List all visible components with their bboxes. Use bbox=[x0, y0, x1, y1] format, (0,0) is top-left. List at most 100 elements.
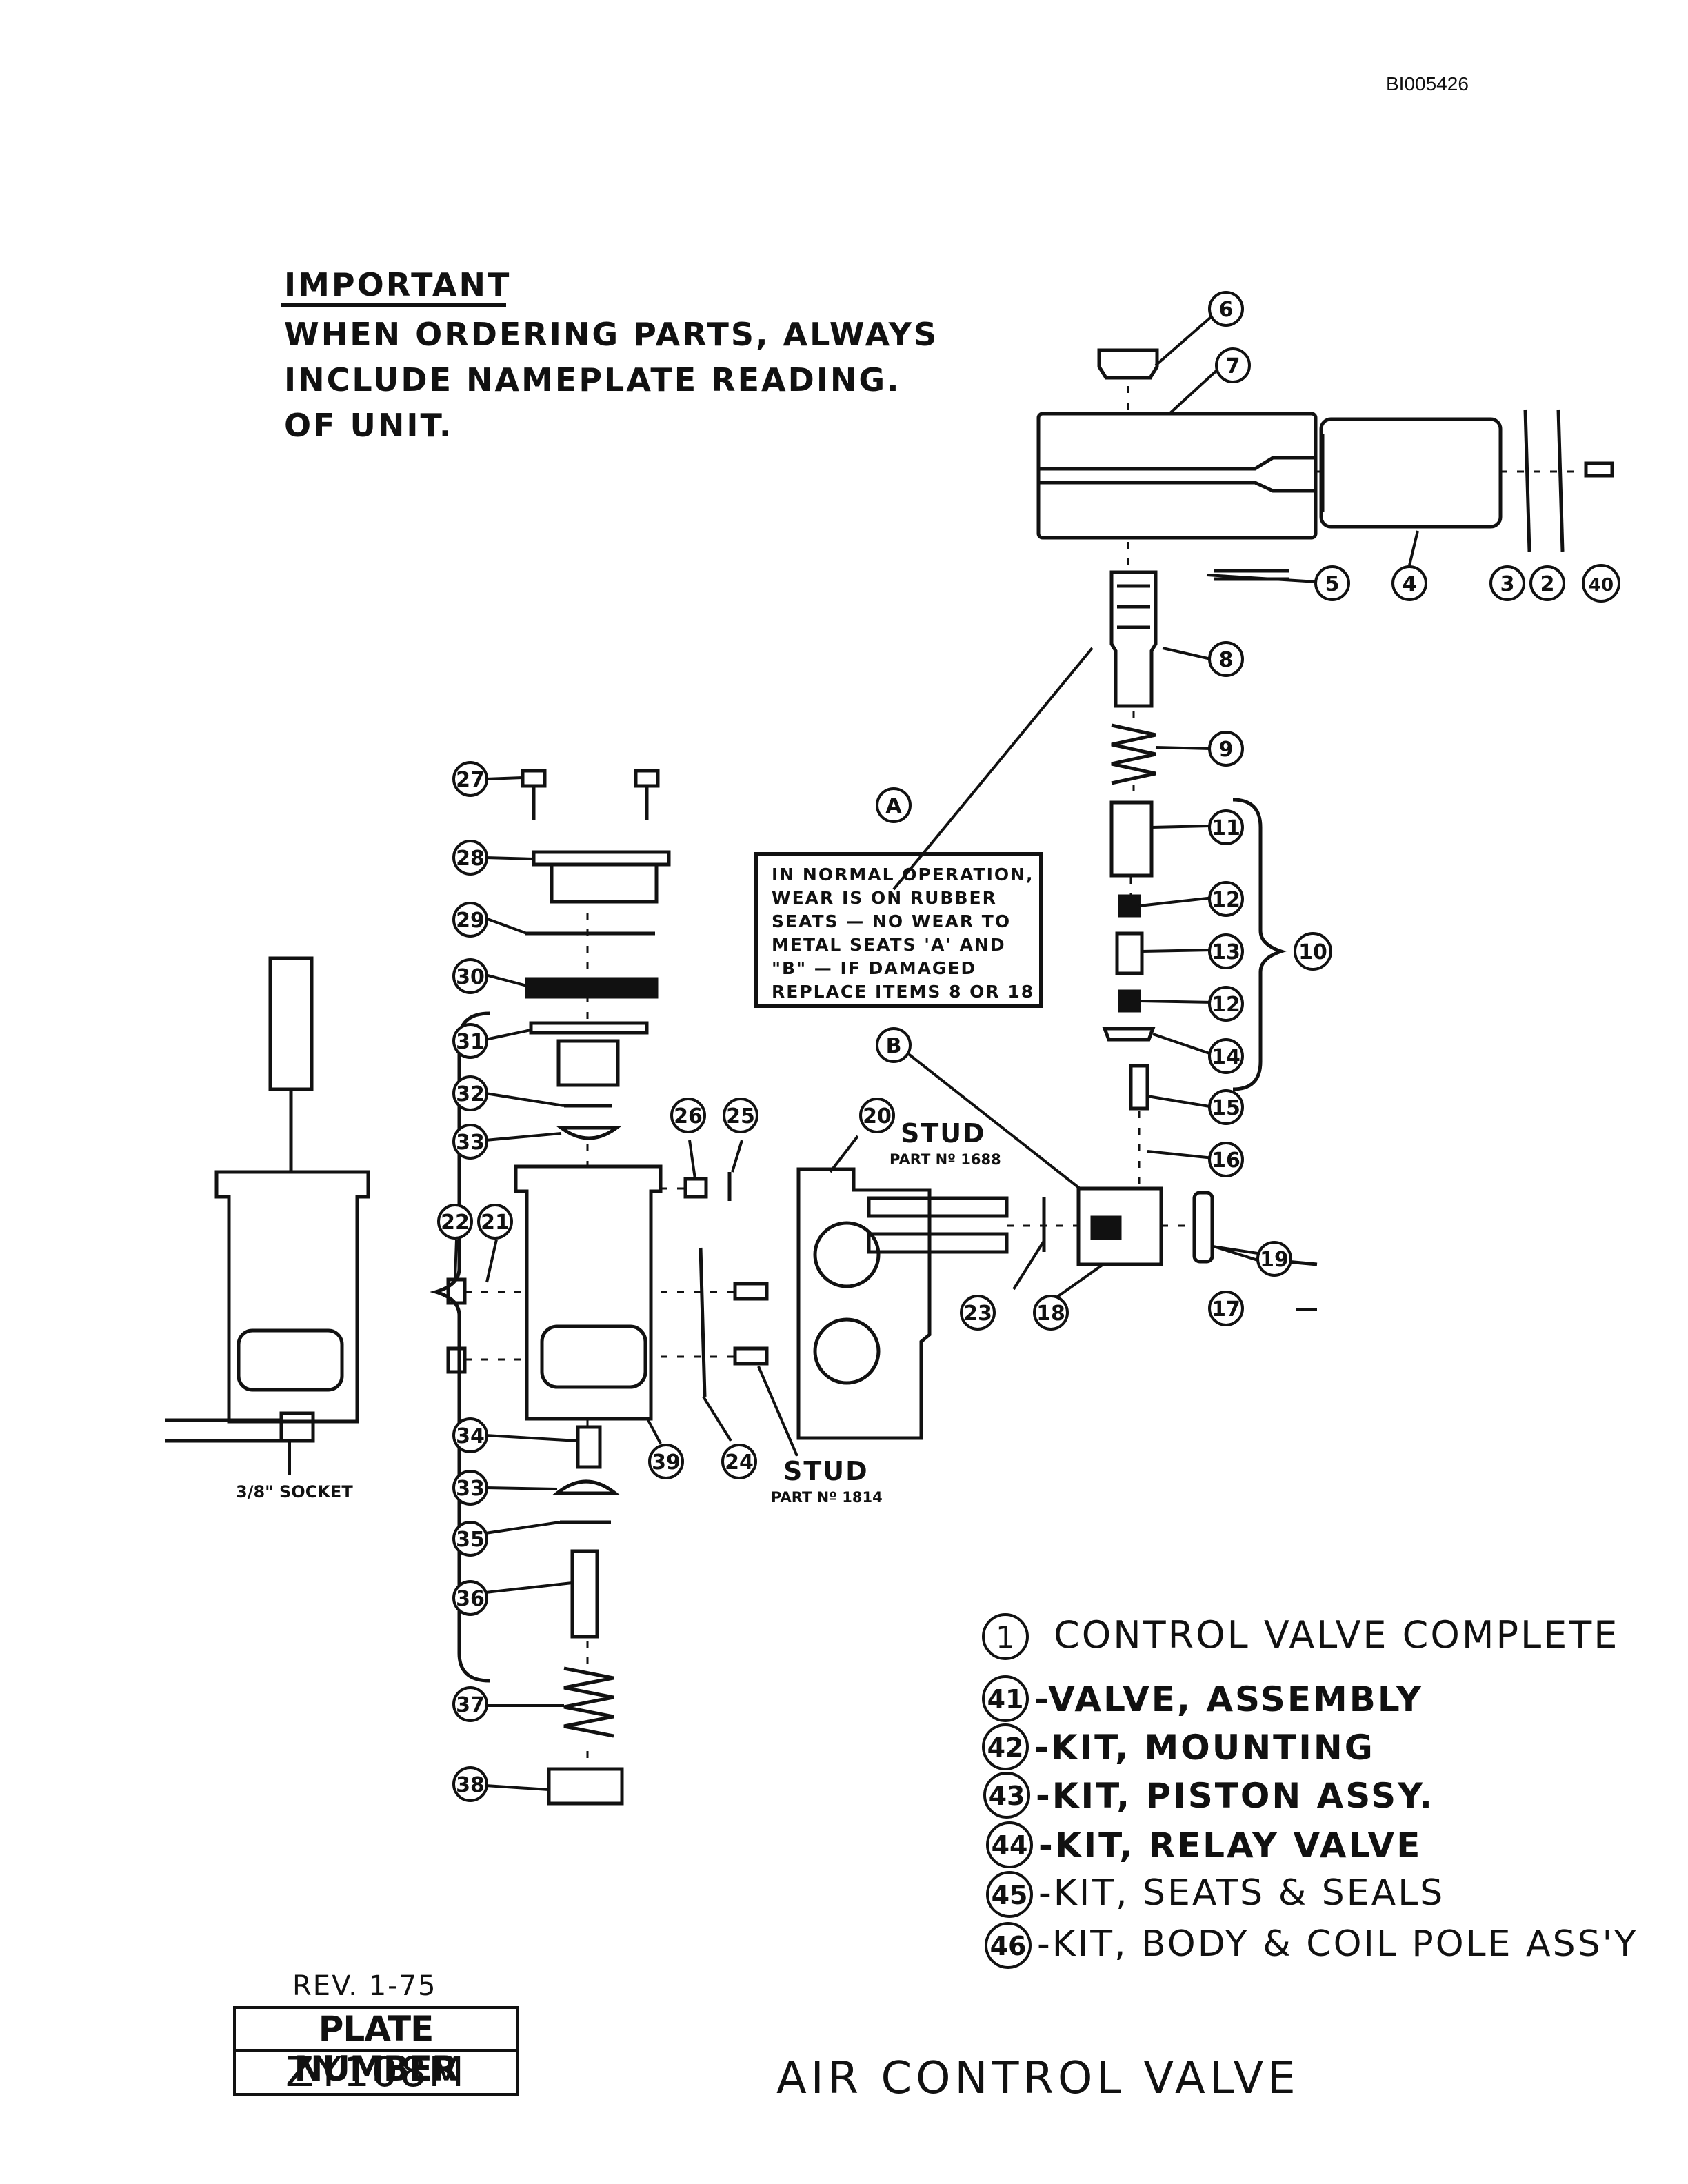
callout-18: 18 bbox=[1033, 1295, 1069, 1331]
coil-4 bbox=[1319, 417, 1503, 529]
callout-8: 8 bbox=[1208, 641, 1244, 677]
legend-kit-piston: -KIT, PISTON ASSY. bbox=[1036, 1776, 1434, 1816]
svg-text:24: 24 bbox=[725, 1450, 754, 1475]
svg-text:32: 32 bbox=[456, 1082, 485, 1106]
legend-valve-assembly: -VALVE, ASSEMBLY bbox=[1034, 1679, 1424, 1719]
svg-text:46: 46 bbox=[990, 1931, 1027, 1961]
legend-kit-mounting: -KIT, MOUNTING bbox=[1034, 1728, 1375, 1768]
svg-text:22: 22 bbox=[441, 1211, 470, 1235]
callout-37: 37 bbox=[452, 1686, 488, 1722]
callout-4: 4 bbox=[1391, 565, 1427, 601]
svg-text:36: 36 bbox=[456, 1587, 485, 1611]
plug-22b bbox=[446, 1346, 467, 1374]
bracket-10 bbox=[1232, 798, 1287, 1091]
svg-text:43: 43 bbox=[989, 1781, 1025, 1811]
svg-text:B: B bbox=[886, 1034, 902, 1058]
legend-circle-41: 41 bbox=[982, 1675, 1029, 1722]
callout-12b: 12 bbox=[1208, 986, 1244, 1022]
callout-40: 40 bbox=[1582, 564, 1620, 603]
svg-text:26: 26 bbox=[674, 1104, 703, 1129]
seal-13 bbox=[1115, 931, 1144, 975]
legend-circle-1: 1 bbox=[982, 1613, 1029, 1660]
svg-text:10: 10 bbox=[1298, 940, 1327, 964]
svg-text:33: 33 bbox=[456, 1477, 485, 1501]
svg-text:A: A bbox=[885, 794, 902, 818]
callout-3: 3 bbox=[1489, 565, 1525, 601]
gasket-24 bbox=[699, 1247, 707, 1397]
cap-38 bbox=[547, 1767, 624, 1806]
svg-text:23: 23 bbox=[963, 1302, 992, 1326]
seat-11 bbox=[1109, 800, 1154, 878]
port-left bbox=[237, 1328, 344, 1392]
stud-top-label: STUD bbox=[901, 1118, 986, 1149]
stud-bottom-label: STUD bbox=[783, 1456, 869, 1486]
cover-28 bbox=[532, 850, 671, 867]
callout-34: 34 bbox=[452, 1417, 488, 1453]
svg-text:2: 2 bbox=[1540, 572, 1555, 596]
svg-text:19: 19 bbox=[1260, 1248, 1289, 1272]
callout-19: 19 bbox=[1256, 1241, 1292, 1277]
note-line-5: "B" — IF DAMAGED bbox=[772, 958, 977, 978]
svg-text:18: 18 bbox=[1036, 1302, 1065, 1326]
legend-circle-43: 43 bbox=[983, 1772, 1030, 1819]
stud-1814-a bbox=[733, 1282, 769, 1301]
svg-text:44: 44 bbox=[992, 1830, 1028, 1861]
svg-text:30: 30 bbox=[456, 965, 485, 989]
svg-text:25: 25 bbox=[726, 1104, 755, 1129]
callout-29: 29 bbox=[452, 902, 488, 938]
washer-2 bbox=[1556, 409, 1565, 552]
callout-16: 16 bbox=[1208, 1142, 1244, 1177]
svg-text:39: 39 bbox=[652, 1450, 681, 1475]
valve-34 bbox=[576, 1425, 602, 1469]
callout-14: 14 bbox=[1208, 1038, 1244, 1074]
svg-text:5: 5 bbox=[1325, 572, 1340, 596]
plate-number-title: PLATE NUMBER bbox=[236, 2009, 516, 2089]
coil-housing-7 bbox=[1036, 412, 1318, 540]
cap-nut-6 bbox=[1097, 348, 1159, 380]
marker-b: B bbox=[876, 1027, 912, 1063]
legend-control-valve-complete: CONTROL VALVE COMPLETE bbox=[1054, 1613, 1620, 1657]
coil-housing-seam bbox=[1038, 456, 1316, 471]
svg-text:41: 41 bbox=[987, 1684, 1024, 1715]
important-underline bbox=[281, 303, 506, 307]
important-line-3: OF UNIT. bbox=[284, 407, 454, 444]
stud-top-part: PART Nº 1688 bbox=[890, 1151, 1001, 1168]
callout-33b: 33 bbox=[452, 1470, 488, 1506]
plate-31 bbox=[529, 1021, 649, 1035]
document-id: BI005426 bbox=[1386, 73, 1469, 94]
callout-27: 27 bbox=[452, 761, 488, 797]
note-line-6: REPLACE ITEMS 8 OR 18 bbox=[772, 982, 1035, 1002]
callout-20: 20 bbox=[859, 1098, 895, 1133]
callout-30: 30 bbox=[452, 958, 488, 994]
svg-text:40: 40 bbox=[1589, 575, 1614, 596]
svg-text:16: 16 bbox=[1212, 1149, 1240, 1173]
plunger-8 bbox=[1109, 570, 1158, 708]
callout-39: 39 bbox=[648, 1444, 684, 1479]
svg-text:29: 29 bbox=[456, 909, 485, 933]
svg-text:11: 11 bbox=[1212, 816, 1240, 840]
svg-text:3: 3 bbox=[1500, 572, 1515, 596]
piston-31 bbox=[556, 1039, 620, 1087]
svg-text:17: 17 bbox=[1212, 1297, 1240, 1322]
diagram-title: AIR CONTROL VALVE bbox=[776, 2053, 1300, 2104]
svg-text:1: 1 bbox=[996, 1620, 1015, 1655]
svg-text:35: 35 bbox=[456, 1528, 485, 1552]
socket-label: 3/8" SOCKET bbox=[236, 1482, 353, 1502]
svg-text:12: 12 bbox=[1212, 993, 1240, 1017]
legend-circle-44: 44 bbox=[986, 1821, 1033, 1868]
svg-text:14: 14 bbox=[1212, 1045, 1240, 1069]
svg-text:37: 37 bbox=[456, 1693, 485, 1717]
svg-text:34: 34 bbox=[456, 1424, 485, 1448]
svg-text:28: 28 bbox=[456, 847, 485, 871]
svg-text:38: 38 bbox=[456, 1773, 485, 1797]
callout-6: 6 bbox=[1208, 291, 1244, 327]
callout-11: 11 bbox=[1208, 809, 1244, 845]
plate-number-value: ZY108M bbox=[285, 2048, 467, 2096]
callout-36: 36 bbox=[452, 1580, 488, 1616]
important-line-2: INCLUDE NAMEPLATE READING. bbox=[284, 361, 901, 398]
callout-2: 2 bbox=[1529, 565, 1565, 601]
svg-text:33: 33 bbox=[456, 1131, 485, 1155]
fitting-26 bbox=[683, 1177, 708, 1199]
revision-label: REV. 1-75 bbox=[292, 1970, 437, 2002]
legend-circle-42: 42 bbox=[982, 1723, 1029, 1770]
